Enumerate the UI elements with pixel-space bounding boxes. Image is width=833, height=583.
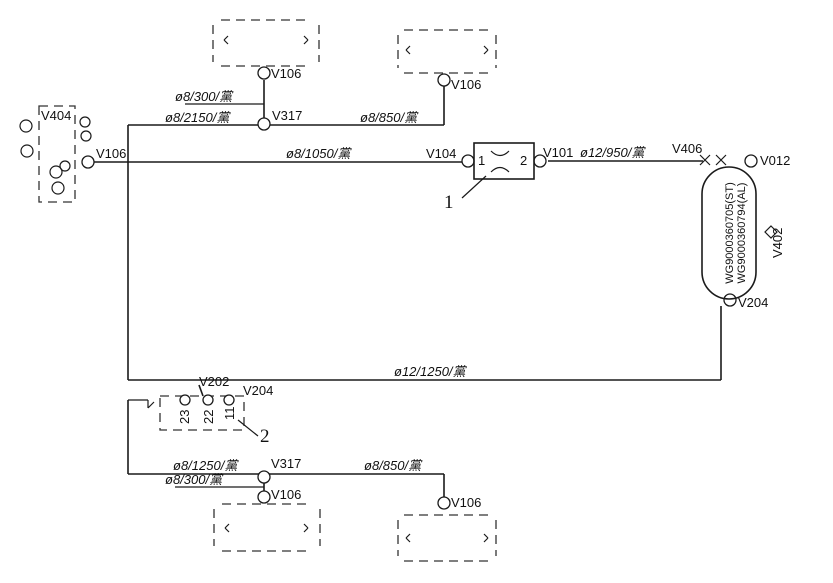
brake-chamber-bottom-left — [213, 503, 321, 552]
label-v317-top: V317 — [272, 108, 302, 123]
pipe-label-ø12-950: ø12/950/黨 — [580, 145, 646, 160]
label-v101: V101 — [543, 145, 573, 160]
port-v012 — [744, 154, 758, 168]
pipe-label-ø8-1250: ø8/1250/黨 — [173, 458, 239, 473]
valve-port-22: 22 — [201, 410, 216, 424]
brake-chamber-bottom-right — [397, 514, 497, 562]
label-v202: V202 — [199, 374, 229, 389]
port-v317-bottom — [257, 470, 271, 484]
label-v204-valve: V204 — [243, 383, 273, 398]
valve-port-11: 11 — [222, 407, 237, 421]
pipe-label-ø8-2150: ø8/2150/黨 — [165, 110, 231, 125]
pipe-label-ø8-850-bottom: ø8/850/黨 — [364, 458, 423, 473]
label-v402: V402 — [770, 228, 785, 258]
callout-2-leader — [237, 419, 259, 437]
pipe-label-ø12-1250: ø12/1250/黨 — [394, 364, 468, 379]
v404-component — [19, 105, 92, 203]
callout-2: 2 — [260, 426, 270, 447]
port-v204-tank — [723, 293, 737, 307]
port-v104 — [461, 154, 475, 168]
air-dryer-1 — [473, 142, 535, 180]
tank-part-number-al: WG9000360794(AL) — [736, 183, 748, 284]
brake-chamber-top-left — [212, 19, 320, 67]
valve-port-23: 23 — [177, 410, 192, 424]
label-v106-bottom-left: V106 — [271, 487, 301, 502]
relay-valve-2 — [128, 384, 245, 431]
pipe-label-ø8-300-top: ø8/300/黨 — [175, 89, 234, 104]
dryer-port-1: 1 — [478, 153, 485, 168]
pipe-label-ø8-850-top: ø8/850/黨 — [360, 110, 419, 125]
label-v317-bottom: V317 — [271, 456, 301, 471]
label-v404: V404 — [41, 108, 71, 123]
v406-cross-icon-2 — [715, 154, 727, 166]
port-v106-bottom-left — [257, 490, 271, 504]
pipe-label-ø8-300-bottom: ø8/300/黨 — [165, 472, 224, 487]
brake-chamber-top-right — [397, 29, 497, 74]
tank-part-number-st: WG9000360705(ST) — [724, 182, 736, 284]
label-v106-left: V106 — [96, 146, 126, 161]
port-v106-bottom-right — [437, 496, 451, 510]
callout-1: 1 — [444, 192, 454, 213]
label-v106-bottom-right: V106 — [451, 495, 481, 510]
port-v106-top-right — [437, 73, 451, 87]
port-v106-top-left — [257, 66, 271, 80]
port-v317-top — [257, 117, 271, 131]
label-v406: V406 — [672, 141, 702, 156]
label-v104: V104 — [426, 146, 456, 161]
label-v012: V012 — [760, 153, 790, 168]
label-v204-tank: V204 — [738, 295, 768, 310]
label-v106-top-right: V106 — [451, 77, 481, 92]
v402-diamond-icon — [764, 225, 778, 239]
port-v106-left — [81, 155, 95, 169]
dryer-port-2: 2 — [520, 153, 527, 168]
v406-cross-icon — [699, 154, 711, 166]
pipe-label-ø8-1050: ø8/1050/黨 — [286, 146, 352, 161]
callout-1-leader — [461, 175, 487, 199]
air-tank — [701, 166, 757, 300]
label-v106-top-left: V106 — [271, 66, 301, 81]
